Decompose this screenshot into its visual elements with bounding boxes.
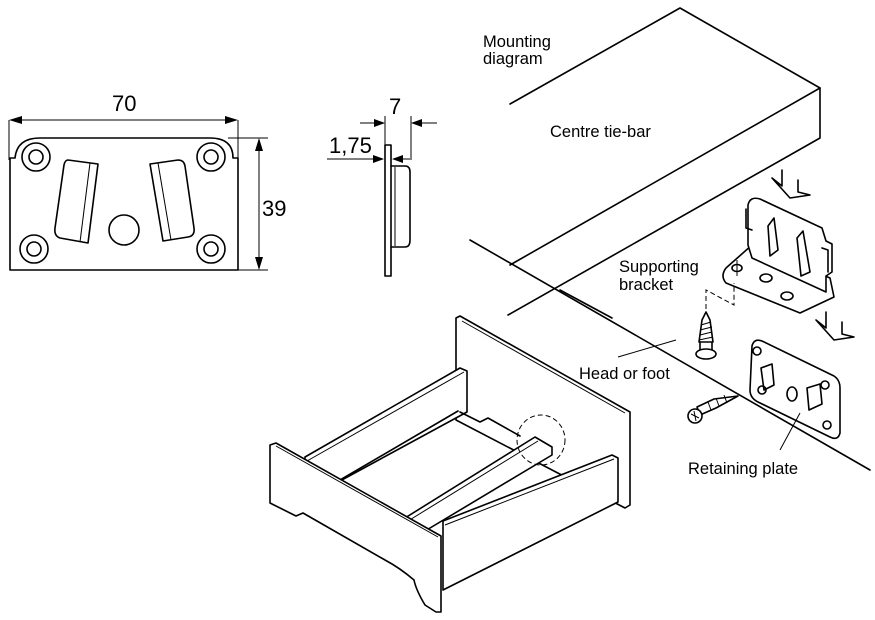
down-arrow-icon (815, 311, 855, 341)
centre-tie-bar (507, 7, 821, 319)
arrow-right-icon (374, 119, 385, 127)
arrow-right-icon (373, 155, 384, 163)
retaining-plate (749, 339, 841, 451)
detail-circle-dashed (516, 414, 566, 466)
arrow-right-icon (225, 116, 238, 124)
centre-tie-bar-label: Centre tie-bar (550, 123, 651, 141)
lug-profile (390, 165, 411, 248)
horizontal-screw-icon (687, 394, 739, 424)
right-lug (149, 159, 195, 242)
thickness-dimension-label: 1,75 (329, 133, 372, 158)
centre-hole-icon (108, 214, 140, 246)
retaining-plate-label: Retaining plate (688, 460, 799, 478)
left-lug (54, 159, 99, 244)
vertical-screw-icon (695, 311, 717, 360)
retaining-plate-front-view (8, 116, 268, 271)
screw-hole-icon (759, 273, 773, 283)
screw-hole-icon (780, 291, 794, 301)
head-or-foot-board (469, 239, 871, 471)
retaining-plate-side-view (327, 116, 437, 277)
screw-hole-icon (196, 234, 226, 264)
arrow-left-icon (411, 119, 422, 127)
down-arrow-icon (771, 169, 811, 199)
supporting-bracket-label-line2: bracket (619, 276, 674, 294)
supporting-bracket (722, 197, 835, 314)
bed-frame (269, 315, 631, 613)
head-or-foot-label: Head or foot (579, 365, 670, 383)
screw-hole-icon (196, 142, 226, 172)
guide-dashed-line (705, 283, 735, 317)
mounting-diagram-title-line1: Mounting (483, 33, 551, 51)
width-dimension-label: 70 (112, 91, 137, 116)
screw-hole-icon (19, 234, 49, 264)
arrow-left-icon (9, 116, 22, 124)
plate-thickness-profile (384, 144, 392, 277)
mounting-diagram-title-line2: diagram (483, 50, 543, 68)
screw-hole-icon (21, 142, 51, 172)
height-dimension-label: 39 (262, 196, 287, 221)
arrow-up-icon (255, 138, 263, 151)
plate-outline (9, 137, 239, 271)
supporting-bracket-label-line1: Supporting (619, 258, 699, 276)
depth-dimension-label: 7 (389, 94, 402, 119)
arrow-down-icon (255, 257, 263, 270)
